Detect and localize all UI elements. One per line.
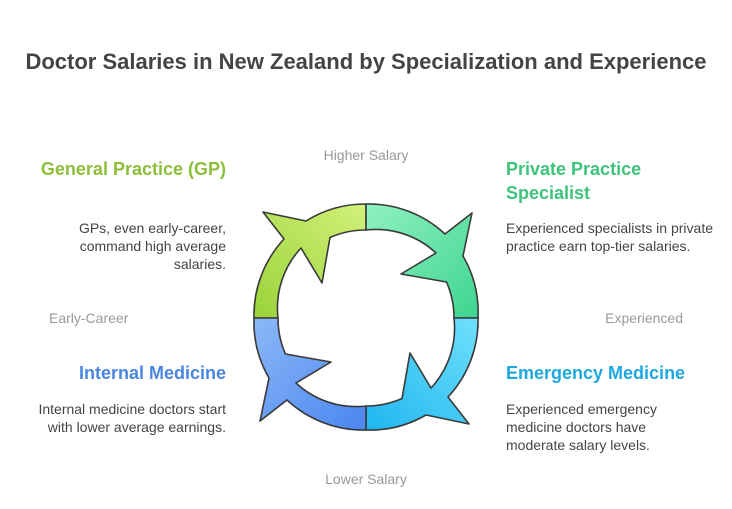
segment-internal-medicine	[253, 317, 367, 431]
segment-emergency-medicine	[365, 317, 479, 431]
axis-label-experienced: Experienced	[605, 310, 683, 326]
segment-general-practice	[253, 203, 367, 319]
description-emergency-medicine: Experienced emergency medicine doctors h…	[506, 401, 657, 453]
heading-private-practice: Private Practice Specialist	[506, 159, 642, 203]
heading-emergency-medicine: Emergency Medicine	[506, 363, 686, 383]
axis-label-early-career: Early-Career	[49, 310, 129, 326]
description-general-practice: GPs, even early-career, command high ave…	[78, 220, 226, 272]
axis-label-lower-salary: Lower Salary	[325, 471, 407, 487]
description-internal-medicine: Internal medicine doctors start with low…	[38, 401, 226, 435]
heading-internal-medicine: Internal Medicine	[78, 363, 226, 383]
diagram-title: Doctor Salaries in New Zealand by Specia…	[25, 49, 707, 74]
segment-private-practice	[365, 203, 479, 319]
description-private-practice: Experienced specialists in private pract…	[506, 220, 713, 254]
axis-label-higher-salary: Higher Salary	[323, 147, 409, 163]
heading-general-practice: General Practice (GP)	[40, 159, 226, 179]
